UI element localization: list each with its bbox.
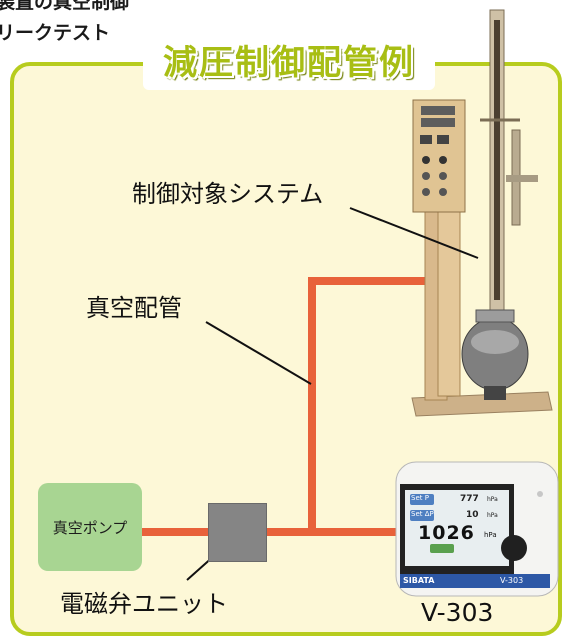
vacuum-pipe [141,277,455,536]
solenoid-valve-label: 電磁弁ユニット [60,590,228,618]
vacuum-pump-box: 真空ポンプ [38,483,142,571]
controller-model-plate: V-303 [500,576,524,585]
apparatus-image [411,9,553,417]
v303-controller [395,461,559,597]
controlled-system-label: 制御対象システム [132,180,324,208]
vacuum-pump-label: 真空ポンプ [52,518,128,537]
screen-pressure-unit: hPa [484,531,497,539]
screen-set-dp-unit: hPa [487,512,498,519]
header-title-line2: リークテスト [0,22,111,44]
screen-set-p-value: 777 [460,494,479,504]
solenoid-valve-box [208,503,267,562]
screen-set-dp-button: Set ΔP [411,510,434,518]
panel-title-background [143,38,435,90]
screen-set-p-button: Set P [411,494,429,502]
vacuum-pipe-label: 真空配管 [86,294,182,322]
screen-set-p-unit: hPa [487,496,498,503]
header-title-line1: 装置の真空制御 [0,0,130,13]
controller-brand-label: SIBATA [403,576,435,585]
screen-pressure-reading: 1026 [418,522,475,544]
controller-label: V-303 [421,598,494,627]
screen-set-dp-value: 10 [466,510,479,520]
panel-title: 減圧制御配管例 [163,43,415,83]
